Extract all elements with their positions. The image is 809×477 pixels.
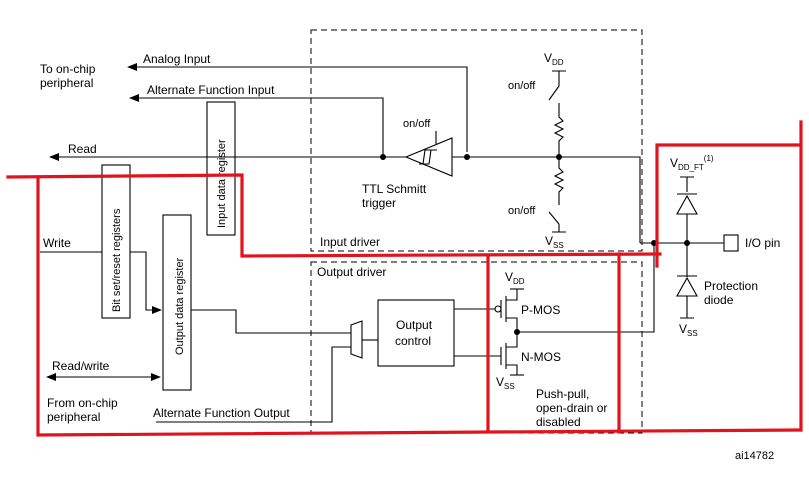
pulldown-resistor — [553, 157, 565, 197]
read-label: Read — [68, 142, 97, 156]
io-pin-pad — [723, 234, 739, 252]
odr-to-mux-wire — [191, 309, 351, 334]
schmitt-label-2: trigger — [362, 196, 396, 210]
input-driver-label: Input driver — [320, 235, 380, 249]
input-data-register-label: Input data register — [216, 139, 228, 228]
vss-label: VSS — [545, 234, 564, 250]
bit-set-reset-registers — [101, 164, 131, 319]
push-pull-label-2: open-drain or — [536, 401, 607, 415]
output-control-label-1: Output — [396, 318, 433, 332]
to-onchip-label-1: To on-chip — [40, 62, 96, 76]
output-driver-label: Output driver — [317, 265, 386, 279]
protection-label-1: Protection — [704, 279, 758, 293]
vss-nmos-label: VSS — [496, 375, 515, 391]
pmos-label: P-MOS — [521, 303, 560, 317]
to-onchip-label-2: peripheral — [40, 76, 93, 90]
schmitt-label-1: TTL Schmitt — [362, 182, 427, 196]
alt-func-output-wire — [156, 346, 351, 423]
pulldown-onoff-label: on/off — [508, 205, 536, 217]
output-control-label-2: control — [395, 334, 431, 348]
pulldown-switch — [548, 197, 560, 225]
pullup-switch — [548, 85, 560, 111]
output-control-block — [377, 299, 455, 367]
vdd-bar — [552, 70, 566, 86]
push-pull-label-3: disabled — [536, 415, 581, 429]
alt-func-input-wire — [129, 94, 384, 157]
vdd-label: VDD — [544, 51, 564, 67]
vdd-pmos-label: VDD — [505, 270, 525, 286]
output-data-register-label: Output data register — [174, 257, 186, 355]
figure-id: ai14782 — [735, 450, 774, 462]
output-driver-box — [310, 261, 643, 434]
vss-prot-label: VSS — [679, 322, 698, 338]
lower-diode-bar — [677, 275, 697, 319]
nmos-label: N-MOS — [521, 350, 561, 364]
pullup-resistor — [553, 111, 565, 157]
multiplexer-symbol — [350, 320, 363, 359]
upper-protection-diode — [676, 194, 698, 215]
schmitt-input-wire — [452, 156, 641, 243]
schmitt-onoff-label: on/off — [403, 118, 431, 130]
from-onchip-label-1: From on-chip — [47, 396, 118, 410]
lower-protection-diode — [676, 276, 698, 297]
hysteresis-icon — [419, 149, 437, 165]
from-onchip-label-2: peripheral — [47, 410, 100, 424]
vss-bar — [552, 224, 566, 233]
read-write-label: Read/write — [52, 359, 110, 373]
analog-input-wire — [127, 63, 468, 152]
red-annotation-outline — [36, 175, 802, 437]
pullup-onoff-label: on/off — [508, 80, 536, 92]
schmitt-trigger-symbol — [404, 137, 453, 177]
bsrr-to-odr-wire — [130, 251, 162, 314]
bit-set-reset-label: Bit set/reset registers — [111, 208, 123, 312]
red-annotation-outline — [6, 173, 662, 258]
alt-func-input-label: Alternate Function Input — [147, 83, 275, 97]
nmos-symbol — [500, 332, 518, 375]
mos-output-wire — [517, 243, 655, 333]
output-data-register — [162, 214, 192, 391]
junction-dot — [380, 154, 386, 160]
io-pin-label: I/O pin — [745, 236, 780, 250]
upper-diode-bar — [677, 193, 697, 243]
vdd-ft-bar — [680, 176, 694, 192]
pmos-symbol — [500, 289, 518, 332]
analog-input-label: Analog Input — [143, 52, 211, 66]
vdd-ft-label: VDD_FT(1) — [670, 154, 714, 172]
protection-label-2: diode — [704, 293, 734, 307]
write-label: Write — [43, 236, 71, 250]
red-annotation-outline — [655, 120, 803, 432]
input-data-register — [206, 101, 236, 236]
push-pull-label-1: Push-pull, — [536, 387, 589, 401]
alt-func-output-label: Alternate Function Output — [153, 406, 290, 420]
input-driver-box — [310, 29, 643, 252]
junction-dot — [464, 154, 470, 160]
pmos-gate-bubble — [494, 305, 502, 313]
